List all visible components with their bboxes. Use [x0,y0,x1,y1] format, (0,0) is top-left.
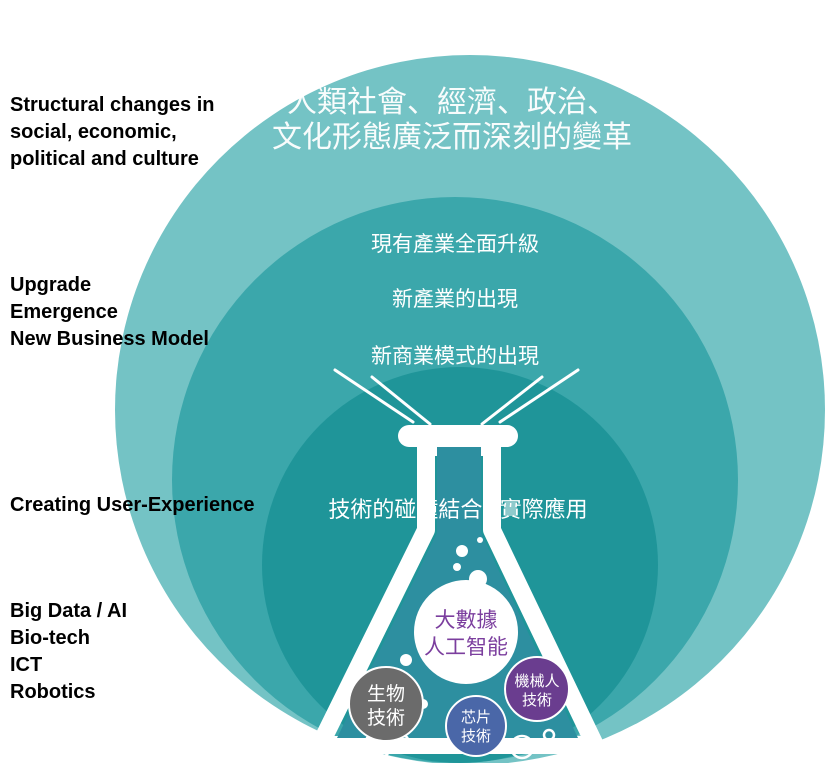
bubble-biotech-line2: 技術 [367,707,405,729]
bubble-robotics-line1: 機械人 [514,672,559,690]
bubble-big-data-ai-line1: 大數據 [435,608,498,632]
label-line: social, economic, [10,121,177,143]
bubble-biotech-line1: 生物 [367,683,405,705]
label-line: Bio-tech [10,627,90,649]
bubble-chip-line1: 芯片 [461,708,491,726]
label-user-experience: Creating User-Experience [10,492,255,519]
label-upgrade-emergence: Upgrade Emergence New Business Model [10,272,209,353]
middle-circle-item1: 現有產業全面升級 [371,232,539,256]
label-line: Emergence [10,301,118,323]
label-line: Robotics [10,681,96,703]
bubble-big-data-ai-line2: 人工智能 [424,635,508,659]
label-line: ICT [10,654,43,676]
bubble-chip-line2: 技術 [461,727,491,745]
label-line: Structural changes in [10,94,215,116]
label-line: Big Data / AI [10,600,128,622]
label-line: political and culture [10,148,199,170]
label-line: New Business Model [10,328,209,350]
bubble-chip [445,695,507,757]
bubble-big-data-ai [414,580,518,684]
label-structural-changes: Structural changes in social, economic, … [10,92,215,173]
bubble-biotech [348,666,424,742]
middle-circle-item2: 新產業的出現 [392,287,518,311]
flask-rays [333,368,580,426]
label-technologies: Big Data / AI Bio-tech ICT Robotics [10,598,127,706]
outer-circle-line2: 文化形態廣泛而深刻的變革 [272,120,632,155]
outer-circle-line1: 人類社會、經濟、政治、 [287,85,617,120]
inner-circle-text: 技術的碰撞結合&實際應用 [328,497,587,523]
label-line: Upgrade [10,274,92,296]
label-line: Creating User-Experience [10,494,255,516]
bubble-robotics [504,656,570,722]
middle-circle-item3: 新商業模式的出現 [371,344,539,368]
bubble-robotics-line2: 技術 [522,691,552,709]
